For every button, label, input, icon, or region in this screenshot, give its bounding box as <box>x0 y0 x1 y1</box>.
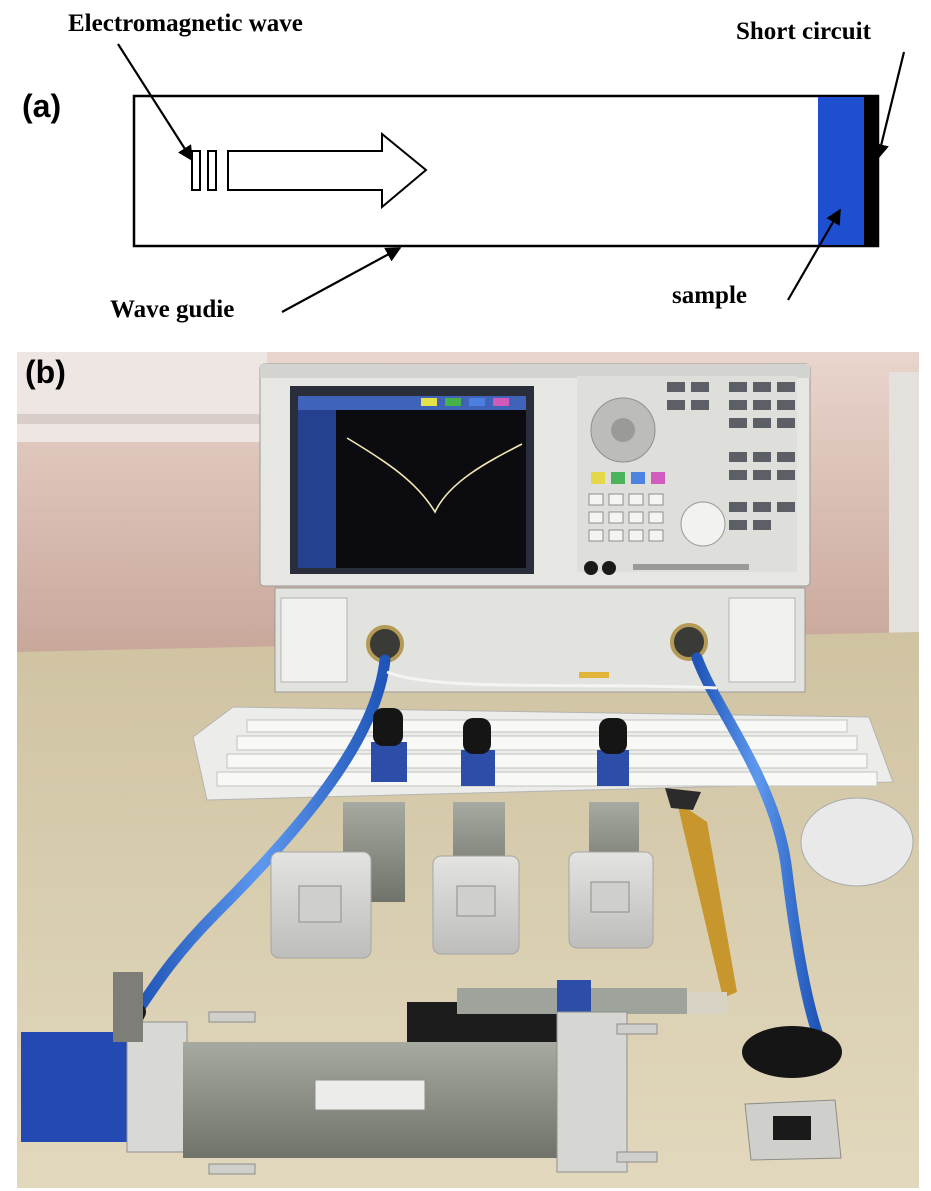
network-analyzer <box>259 363 811 587</box>
panel-b-label: (b) <box>25 354 66 390</box>
waveguide-horn-1 <box>270 708 407 959</box>
short-circuit-label: Short circuit <box>736 18 871 45</box>
mouse <box>800 797 914 887</box>
sample-slab <box>818 97 864 245</box>
torque-wrench <box>665 788 737 998</box>
electromagnetic-wave-label: Electromagnetic wave <box>68 10 303 37</box>
cable-left <box>131 654 391 1018</box>
panel-a-label: (a) <box>22 88 62 124</box>
wave-front-1 <box>191 150 201 191</box>
analyzer-trace <box>346 437 523 514</box>
short-circuit-plate <box>864 97 878 245</box>
panel-b-photo: (b) <box>17 352 919 1188</box>
sample-label: sample <box>672 282 747 309</box>
waveguide-horn-3 <box>568 718 654 949</box>
rotary-knob <box>680 501 726 547</box>
window-frame <box>17 352 267 442</box>
vna-setup-illustration <box>17 352 919 1188</box>
test-set-unit <box>274 587 806 693</box>
wave-guide-pointer <box>281 247 402 313</box>
propagation-arrow <box>227 131 428 210</box>
waveguide-flange <box>744 1099 842 1161</box>
cable-right <box>691 652 823 1038</box>
waveguide-horn-2 <box>432 718 520 955</box>
wave-front-2 <box>207 150 217 191</box>
port-2-connector <box>670 623 708 661</box>
waveguide-label-plate <box>314 1079 426 1111</box>
em-wave-pointer <box>117 43 193 162</box>
waveguide-schematic <box>117 43 906 313</box>
keyboard <box>192 706 894 801</box>
short-circuit-pointer <box>873 51 906 160</box>
waveguide-section <box>21 972 658 1175</box>
wave-guide-label: Wave gudie <box>110 296 235 323</box>
sample-pointer <box>787 208 841 301</box>
